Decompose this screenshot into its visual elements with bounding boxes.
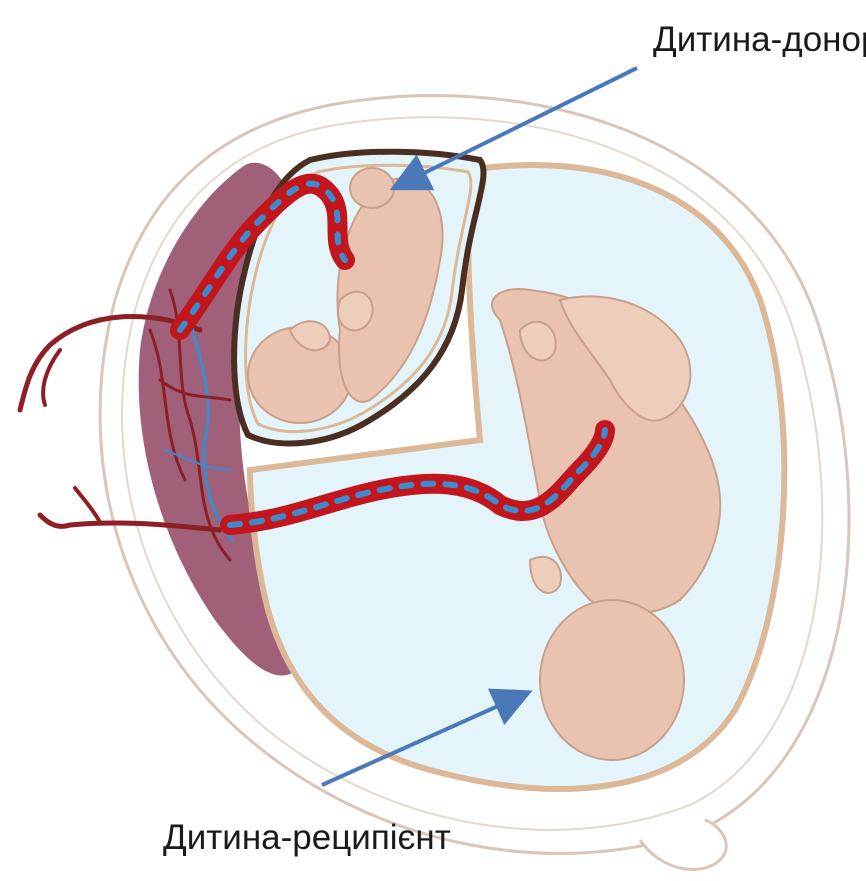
recipient-twin-label: Дитина-реципієнт <box>163 820 451 855</box>
donor-twin-label: Дитина-донор <box>653 22 866 57</box>
